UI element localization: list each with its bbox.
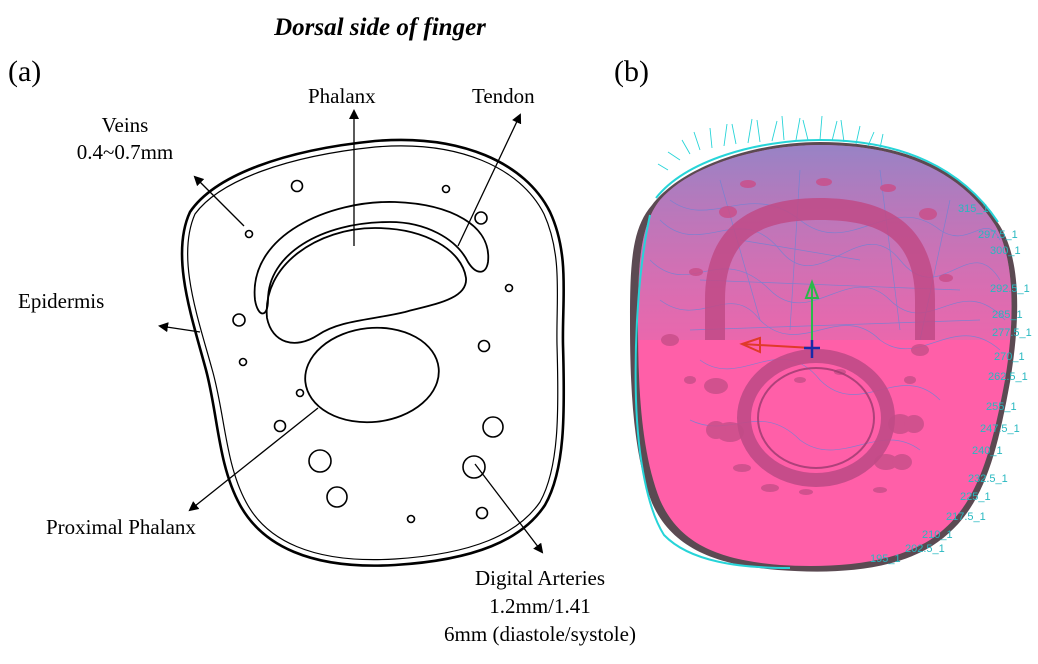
- depth-label: 292.5_1: [990, 283, 1030, 295]
- depth-label: 262.5_1: [988, 371, 1028, 383]
- depth-label: 202.5_1: [905, 543, 945, 555]
- depth-label: 297.5_1: [978, 229, 1018, 241]
- depth-label: 195_1: [870, 553, 901, 565]
- depth-label: 315_1: [958, 203, 989, 215]
- depth-label: 277.5_1: [992, 327, 1032, 339]
- depth-label: 217.5_1: [946, 511, 986, 523]
- depth-label: 270_1: [994, 351, 1025, 363]
- depth-label: 285_1: [992, 309, 1023, 321]
- depth-label: 225_1: [960, 491, 991, 503]
- depth-label: 240_1: [972, 445, 1003, 457]
- depth-label: 300_1: [990, 245, 1021, 257]
- depth-label: 210_1: [922, 529, 953, 541]
- depth-label: 232.5_1: [968, 473, 1008, 485]
- depth-label: 255_1: [986, 401, 1017, 413]
- depth-label: 247.5_1: [980, 423, 1020, 435]
